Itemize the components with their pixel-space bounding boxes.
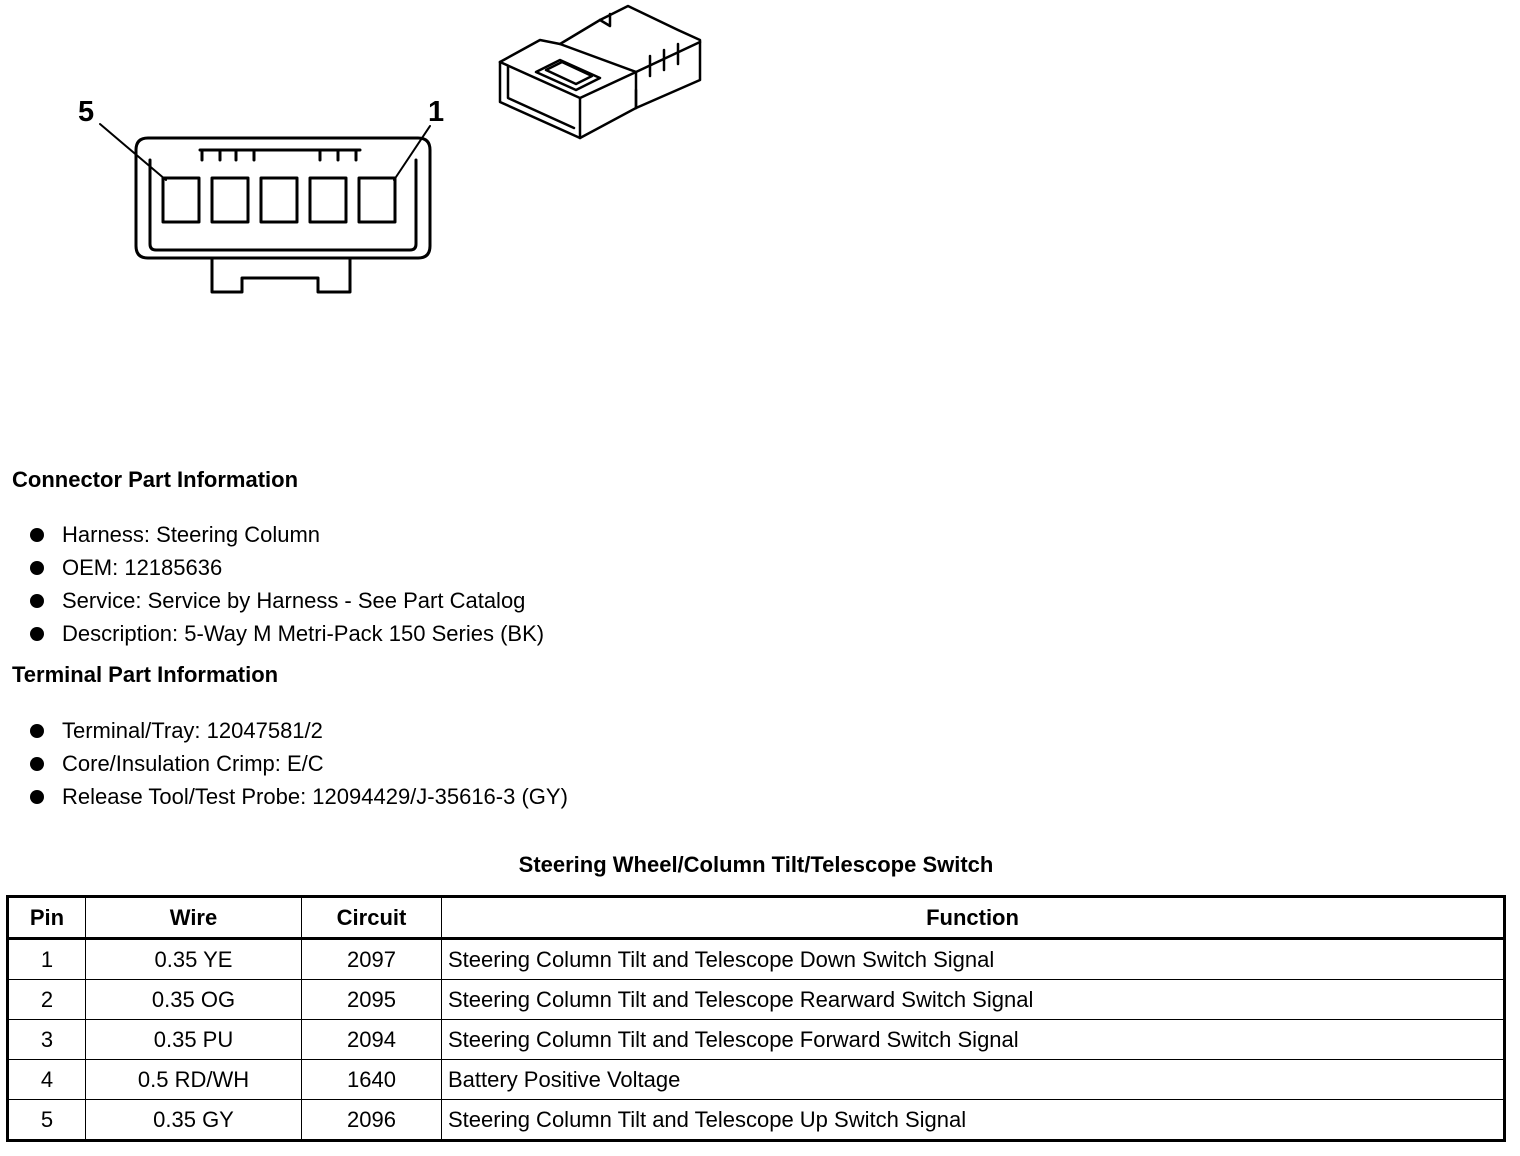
cell-function: Steering Column Tilt and Telescope Rearw…	[441, 979, 1505, 1020]
terminal-info-title: Terminal Part Information	[12, 662, 279, 687]
header-pin: Pin	[7, 896, 86, 940]
bullet-icon	[30, 757, 44, 771]
cell-wire: 0.35 PU	[85, 1019, 302, 1060]
cavity-5	[161, 176, 201, 224]
cell-pin: 4	[7, 1059, 86, 1100]
connector-info-list: Harness: Steering Column OEM: 12185636 S…	[0, 518, 544, 650]
connector-diagram: 5 1	[0, 0, 760, 320]
connector-info-title: Connector Part Information	[12, 467, 299, 492]
bullet-icon	[30, 724, 44, 738]
header-circuit: Circuit	[301, 896, 442, 940]
pinout-table: Pin Wire Circuit Function 1 0.35 YE 2097…	[6, 895, 1506, 1142]
header-function: Function	[441, 896, 1505, 940]
bullet-icon	[30, 627, 44, 641]
cell-pin: 5	[7, 1099, 86, 1141]
list-item: Terminal/Tray: 12047581/2	[0, 714, 568, 747]
table-header-row: Pin Wire Circuit Function	[7, 896, 1505, 940]
list-item: OEM: 12185636	[0, 551, 544, 584]
list-item: Service: Service by Harness - See Part C…	[0, 584, 544, 617]
cell-wire: 0.35 YE	[85, 938, 302, 980]
cell-circuit: 2095	[301, 979, 442, 1020]
cell-function: Steering Column Tilt and Telescope Up Sw…	[441, 1099, 1505, 1141]
header-wire: Wire	[85, 896, 302, 940]
cavity-1	[357, 176, 397, 224]
pin-1-label: 1	[428, 96, 445, 128]
cell-pin: 2	[7, 979, 86, 1020]
table-row: 3 0.35 PU 2094 Steering Column Tilt and …	[7, 1019, 1505, 1060]
bullet-icon	[30, 561, 44, 575]
pin-5-label: 5	[78, 96, 95, 128]
list-item: Release Tool/Test Probe: 12094429/J-3561…	[0, 780, 568, 813]
bullet-icon	[30, 790, 44, 804]
terminal-info-list: Terminal/Tray: 12047581/2 Core/Insulatio…	[0, 714, 568, 813]
cell-wire: 0.35 GY	[85, 1099, 302, 1141]
cavity-3	[259, 176, 299, 224]
cell-function: Battery Positive Voltage	[441, 1059, 1505, 1100]
cell-wire: 0.35 OG	[85, 979, 302, 1020]
table-row: 1 0.35 YE 2097 Steering Column Tilt and …	[7, 938, 1505, 980]
cell-circuit: 2096	[301, 1099, 442, 1141]
cell-function: Steering Column Tilt and Telescope Down …	[441, 938, 1505, 980]
cell-circuit: 1640	[301, 1059, 442, 1100]
list-item: Description: 5-Way M Metri-Pack 150 Seri…	[0, 617, 544, 650]
list-item: Harness: Steering Column	[0, 518, 544, 551]
list-item: Core/Insulation Crimp: E/C	[0, 747, 568, 780]
cavity-2	[308, 176, 348, 224]
bullet-icon	[30, 594, 44, 608]
connector-face-drawing	[99, 4, 702, 294]
cell-circuit: 2094	[301, 1019, 442, 1060]
table-row: 4 0.5 RD/WH 1640 Battery Positive Voltag…	[7, 1059, 1505, 1100]
cell-pin: 3	[7, 1019, 86, 1060]
table-row: 2 0.35 OG 2095 Steering Column Tilt and …	[7, 979, 1505, 1020]
bullet-icon	[30, 528, 44, 542]
table-title: Steering Wheel/Column Tilt/Telescope Swi…	[518, 852, 994, 877]
table-row: 5 0.35 GY 2096 Steering Column Tilt and …	[7, 1099, 1505, 1141]
cell-wire: 0.5 RD/WH	[85, 1059, 302, 1100]
cell-circuit: 2097	[301, 938, 442, 980]
cell-function: Steering Column Tilt and Telescope Forwa…	[441, 1019, 1505, 1060]
cavity-4	[210, 176, 250, 224]
cell-pin: 1	[7, 938, 86, 980]
